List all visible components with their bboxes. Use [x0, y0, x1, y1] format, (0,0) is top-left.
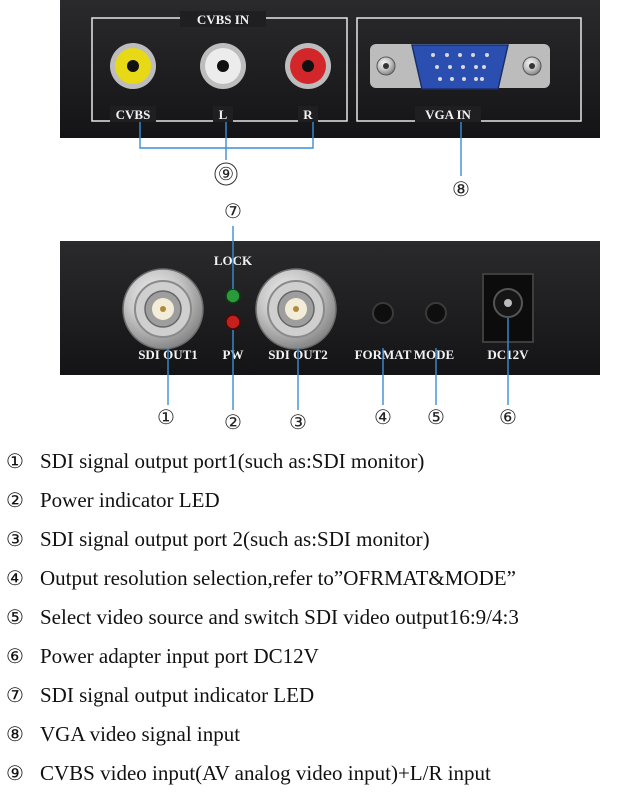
- cvbs-label: CVBS: [116, 107, 151, 122]
- power-led: [225, 314, 241, 330]
- legend-text: CVBS video input(AV analog video input)+…: [40, 760, 491, 785]
- legend-text: Output resolution selection,refer to”OFR…: [40, 565, 516, 590]
- callout-1: ①: [157, 405, 175, 429]
- mode-label: MODE: [414, 347, 454, 362]
- callout-lines-bottom: [167, 226, 509, 410]
- callout-8: ⑧: [452, 177, 470, 201]
- sdi-out1-bnc-connector[interactable]: [122, 268, 204, 350]
- input-panel: CVBS IN CVBS L R: [60, 0, 600, 138]
- legend-text: SDI signal output port 2(such as:SDI mon…: [40, 526, 430, 551]
- device-diagram: CVBS IN CVBS L R: [60, 0, 600, 434]
- rca-red-jack[interactable]: [285, 43, 331, 89]
- callout-5: ⑤: [427, 405, 445, 429]
- sdi-out2-bnc-connector[interactable]: [255, 268, 337, 350]
- callout-2: ②: [224, 410, 242, 434]
- legend-text: Select video source and switch SDI video…: [40, 604, 519, 629]
- legend-text: Power adapter input port DC12V: [40, 643, 319, 668]
- callout-3: ③: [289, 410, 307, 434]
- callout-4: ④: [374, 405, 392, 429]
- lock-led: [225, 288, 241, 304]
- format-button[interactable]: [372, 302, 394, 324]
- callout-7: ⑦: [224, 199, 242, 223]
- vga-connector[interactable]: [370, 44, 550, 90]
- callout-9-circle: [214, 162, 238, 186]
- legend-text: SDI signal output indicator LED: [40, 682, 315, 707]
- rca-yellow-jack[interactable]: [110, 43, 156, 89]
- audio-right-label: R: [303, 107, 313, 122]
- callout-lines-top: [139, 122, 462, 176]
- legend-text: SDI signal output port1(such as:SDI moni…: [40, 448, 425, 473]
- mode-button[interactable]: [425, 302, 447, 324]
- cvbs-in-label: CVBS IN: [197, 12, 250, 27]
- vga-in-label: VGA IN: [425, 107, 471, 122]
- output-panel: LOCK SDI OUT1 PW SDI OUT2 FORMAT MODE DC…: [60, 241, 600, 375]
- rca-white-jack[interactable]: [200, 43, 246, 89]
- callout-9: ⑨: [218, 164, 234, 185]
- callout-6: ⑥: [499, 405, 517, 429]
- legend-text: Power indicator LED: [40, 487, 220, 512]
- legend-text: VGA video signal input: [40, 721, 241, 746]
- audio-left-label: L: [219, 107, 228, 122]
